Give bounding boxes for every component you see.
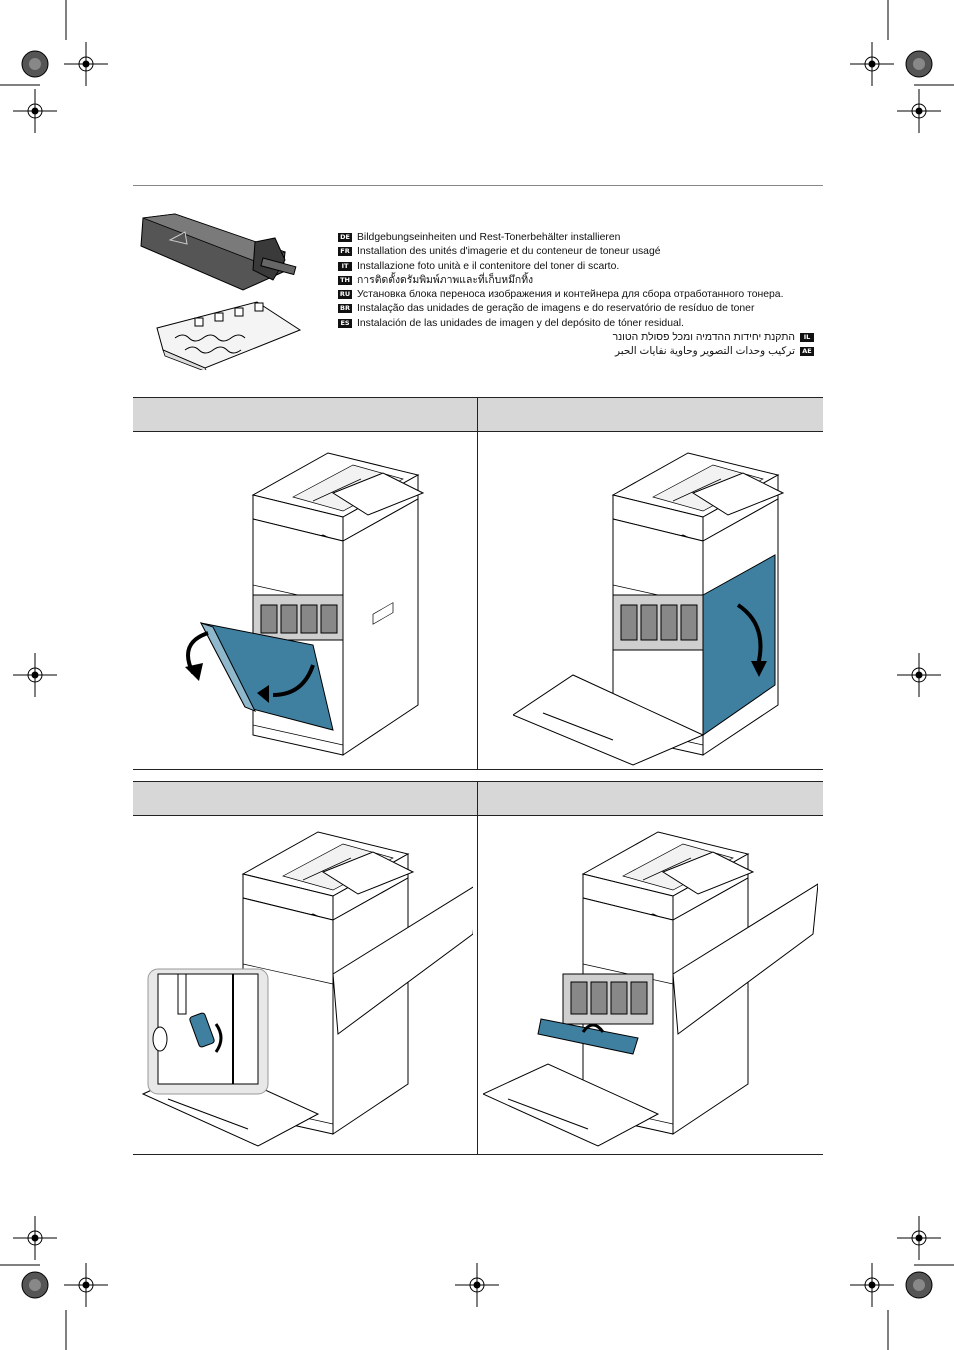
imaging-unit-drawing [140,213,297,291]
step-3-illustration [141,831,473,1147]
crosshair-icon [896,1215,942,1261]
step-2-illustration [513,452,784,766]
step-header-3 [133,781,477,816]
header-rule [133,185,823,186]
language-badge: FR [338,247,352,257]
step-header-4 [478,781,823,816]
open-arrow-icon [272,664,315,697]
registration-star-icon [21,50,49,78]
language-badge: BR [338,304,352,314]
crosshair-icon [63,41,109,87]
lock-lever [189,1012,215,1048]
crosshair-icon [849,1262,895,1308]
crosshair-icon [63,1262,109,1308]
crosshair-icon [896,652,942,698]
language-badge: DE [338,233,352,242]
registration-star-icon [905,50,933,78]
parts-illustration [140,213,302,370]
waste-toner-container-drawing [156,301,302,370]
detail-inset [147,968,269,1095]
crosshair-icon [896,88,942,134]
close-arrow-icon [736,603,763,666]
side-door [702,554,776,736]
steps-row-2 [133,781,823,1155]
crosshair-icon [454,1262,500,1308]
language-badge: AE [800,347,814,357]
language-badge: TH [338,275,352,285]
crosshair-icon [12,1215,58,1261]
language-badge: RU [338,290,352,300]
rotate-arrow-icon [214,1023,223,1053]
language-badge: IL [800,333,814,343]
step-header-1 [133,397,477,432]
insert-arrow-icon [581,1023,605,1033]
language-badge: IT [338,261,352,271]
crosshair-icon [849,41,895,87]
step-4-illustration [483,831,818,1147]
crosshair-icon [12,652,58,698]
registration-star-icon [21,1271,49,1299]
crosshair-icon [12,88,58,134]
front-door-open [513,674,705,766]
step-header-2 [478,397,823,432]
waste-toner-container [537,1018,639,1055]
steps-row-1 [133,397,823,770]
language-badge: ES [338,318,352,328]
step-1-illustration [185,452,424,756]
registration-star-icon [905,1271,933,1299]
